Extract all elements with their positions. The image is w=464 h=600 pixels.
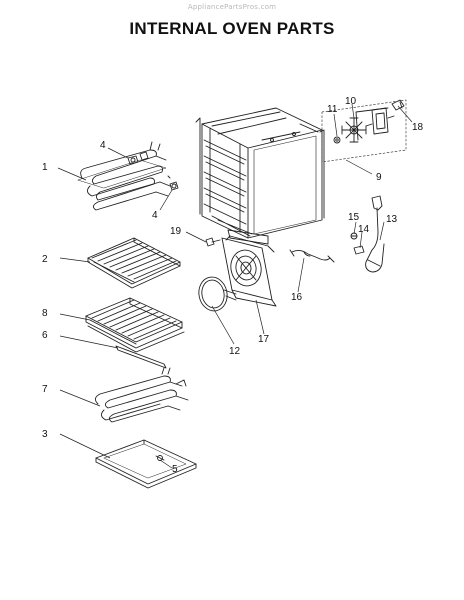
callout-6: 6 [42,330,48,341]
callout-1: 1 [42,162,48,173]
leader-11 [333,113,338,137]
part-convection-motor [365,107,395,135]
callout-7: 7 [42,384,48,395]
callout-13: 13 [386,214,398,225]
part-oven-cavity [195,107,325,245]
leader-4b [159,189,173,211]
leader-7 [59,389,101,407]
callout-2: 2 [42,254,48,265]
callout-3: 3 [42,429,48,440]
callout-12: 12 [229,346,241,357]
part-fan-cover [221,235,277,307]
leader-6 [59,335,119,349]
callout-15: 15 [348,212,360,223]
part-temperature-sensor [365,195,385,273]
callout-4-upper: 4 [100,140,106,151]
part-probe-wire [289,249,335,263]
leader-13 [379,221,385,241]
leader-1 [57,167,87,181]
part-screw-bottom [155,455,165,461]
part-grommet [391,99,405,111]
callout-4-lower: 4 [152,210,158,221]
leader-3 [59,433,111,459]
leader-10 [351,103,355,119]
leader-12 [211,305,235,345]
part-oven-rack [87,237,181,289]
part-convection-fan [341,117,367,143]
part-screw-upper [127,151,149,165]
part-gliding-rack [85,297,185,353]
part-oven-bottom [95,439,197,489]
callout-11: 11 [327,104,338,115]
part-broil-element [77,141,171,211]
callout-14: 14 [358,224,370,235]
part-screw-lower [167,175,179,191]
part-trim-strip [115,345,167,369]
callout-19: 19 [170,226,182,237]
callout-18: 18 [412,122,424,133]
part-screw-19 [205,237,221,247]
leader-8 [59,313,91,321]
callout-16: 16 [291,292,303,303]
leader-5 [159,459,173,469]
leader-19 [185,231,207,243]
callout-10: 10 [345,96,357,107]
part-convection-element [198,276,237,312]
callout-8: 8 [42,308,48,319]
leader-4a [107,147,129,159]
leader-14 [359,231,363,249]
part-bake-element [95,367,189,423]
callout-9: 9 [376,172,382,183]
callout-5: 5 [172,464,178,475]
leader-17 [255,299,265,335]
leader-18 [397,105,413,123]
page-title: INTERNAL OVEN PARTS [129,19,335,38]
leader-2 [59,257,91,263]
part-fan-nut [333,136,341,144]
leader-15 [353,221,357,235]
part-sensor-clip [353,245,365,255]
watermark: AppliancePartsPros.com [187,3,277,11]
callout-17: 17 [258,334,270,345]
leader-16 [297,257,305,293]
leader-9 [345,159,373,175]
